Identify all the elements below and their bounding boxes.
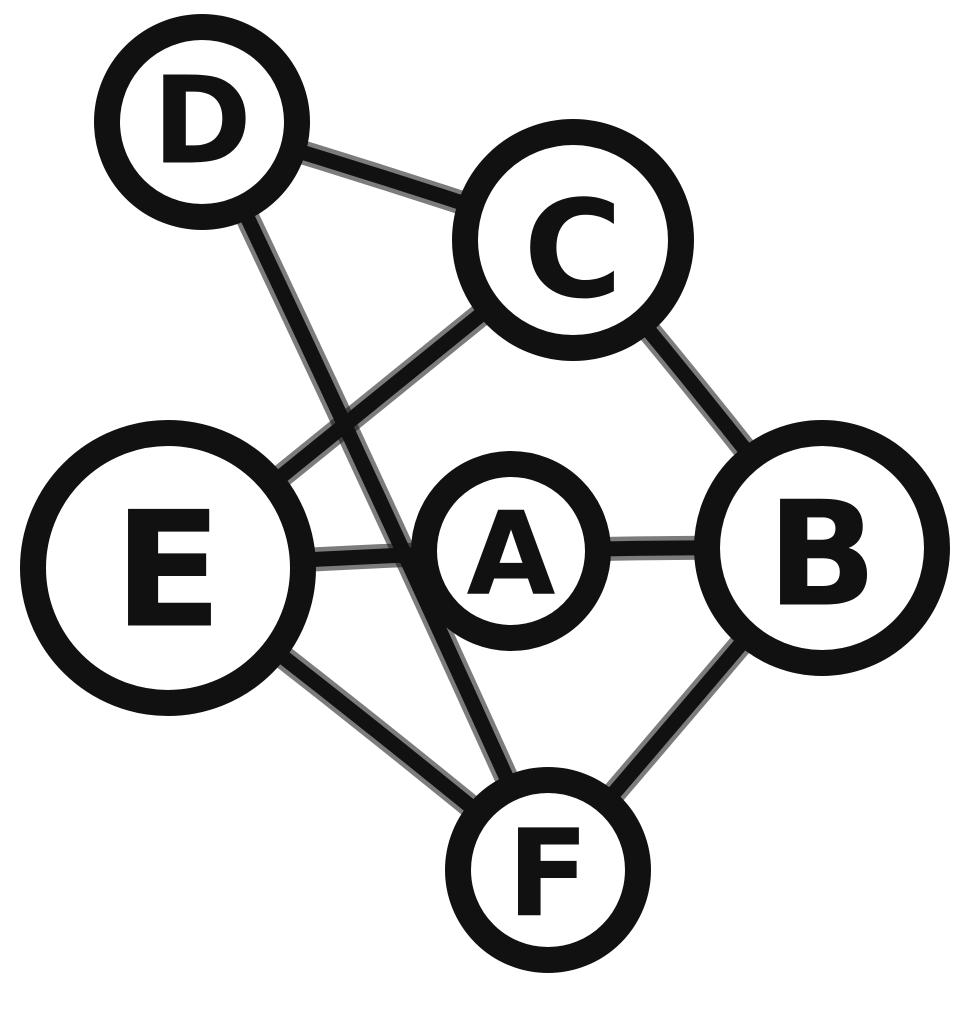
node-d-label: D bbox=[152, 53, 252, 192]
node-e-label: E bbox=[113, 477, 222, 664]
node-f-circle bbox=[445, 767, 651, 973]
node-a: A bbox=[411, 451, 611, 651]
node-a-label: A bbox=[466, 488, 555, 622]
nodes-layer: D C E A B F bbox=[20, 14, 950, 973]
node-f-label: F bbox=[507, 806, 589, 945]
node-d-circle bbox=[94, 14, 310, 230]
edge-d-f bbox=[194, 114, 556, 878]
node-b-circle bbox=[694, 420, 950, 676]
node-f: F bbox=[445, 767, 651, 973]
node-b: B bbox=[694, 420, 950, 676]
node-a-circle bbox=[411, 451, 611, 651]
node-e-circle bbox=[20, 420, 316, 716]
node-b-label: B bbox=[767, 471, 878, 640]
node-d: D bbox=[94, 14, 310, 230]
node-c-label: C bbox=[523, 172, 622, 329]
node-c-circle bbox=[452, 119, 694, 361]
node-c: C bbox=[452, 119, 694, 361]
node-e: E bbox=[20, 420, 316, 716]
